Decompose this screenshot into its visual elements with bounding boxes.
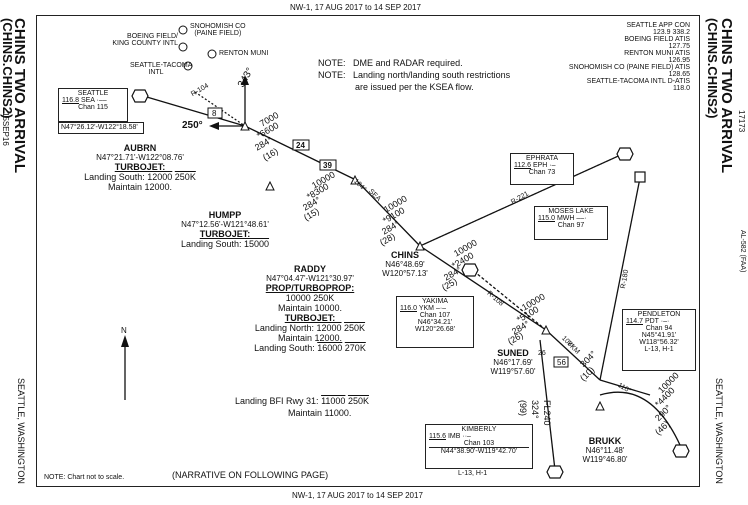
box-8 bbox=[207, 107, 223, 119]
route-segment-2 bbox=[355, 179, 421, 247]
fix-raddy-bfi-maintain: Maintain 11000. bbox=[288, 408, 352, 418]
route-segment-imb bbox=[539, 339, 556, 471]
navaid-pendleton-box: PENDLETON 114.7 PDT ·–· Chan 94 N45°41.9… bbox=[622, 309, 696, 371]
radial-eph bbox=[419, 152, 626, 247]
navaid-moses-box: MOSES LAKE 115.0 MWH ––· Chan 97 bbox=[534, 206, 608, 240]
seg8-crs: 324° bbox=[530, 400, 540, 419]
fix-humpp-symbol bbox=[265, 180, 275, 191]
navaid-ephrata-box: EPHRATA 112.6 EPH ·– Chan 73 bbox=[510, 153, 574, 185]
airport-seatac-symbol bbox=[183, 61, 193, 71]
chart-frame bbox=[36, 15, 700, 487]
fix-suned: SUNED N46°17.69' W119°57.60' bbox=[490, 348, 536, 376]
airport-boeing: BOEING FIELD/KING COUNTY INTL bbox=[112, 33, 178, 47]
hdg-250-arrow bbox=[209, 122, 219, 130]
navaid-seattle-box: SEATTLE 116.8 SEA ·–– Chan 115 bbox=[58, 88, 128, 122]
route-segment-5 bbox=[599, 379, 651, 396]
box-24-label: 24 bbox=[296, 141, 305, 150]
note-1: NOTE: DME and RADAR required. bbox=[318, 58, 463, 68]
fix-suned-symbol bbox=[541, 324, 551, 335]
airport-paine-symbol bbox=[178, 25, 188, 35]
note-2: NOTE: Landing north/landing south restri… bbox=[318, 70, 511, 80]
header-date: NW-1, 17 AUG 2017 to 14 SEP 2017 bbox=[290, 3, 421, 12]
airport-renton-symbol bbox=[207, 49, 217, 59]
fix-chins: CHINS N46°48.69' W120°57.13' bbox=[382, 250, 428, 278]
box-8-label: 8 bbox=[212, 109, 217, 118]
navaid-yakima-box: YAKIMA 116.0 YKM –·– Chan 107 N46°34.21'… bbox=[396, 296, 474, 348]
kimberly-class: L-13, H-1 bbox=[458, 470, 488, 477]
route-segment-4 bbox=[545, 329, 601, 381]
scale-note: NOTE: Chart not to scale. bbox=[44, 474, 125, 481]
seg8-dist: (99) bbox=[518, 400, 528, 417]
airport-renton: RENTON MUNI bbox=[219, 50, 269, 57]
footer-date: NW-1, 17 AUG 2017 to 14 SEP 2017 bbox=[292, 491, 423, 500]
fix-humpp: HUMPP N47°12.56'-W121°48.61' TURBOJET: L… bbox=[180, 210, 270, 249]
navaid-eph-symbol bbox=[616, 147, 634, 161]
north-arrow-head bbox=[121, 335, 129, 347]
hdg-250-label: 250° bbox=[182, 120, 203, 131]
box-39-label: 39 bbox=[323, 161, 332, 170]
radial-ykm bbox=[469, 267, 547, 331]
note-2-cont: are issued per the KSEA flow. bbox=[355, 82, 474, 92]
route-segment-3 bbox=[419, 245, 547, 331]
box-39 bbox=[319, 159, 337, 171]
radial-mwh bbox=[599, 177, 641, 381]
fix-raddy-symbol bbox=[350, 174, 360, 185]
navaid-seattle-coords: N47°26.12'-W122°18.58' bbox=[58, 122, 144, 134]
navaid-kimberly-box: KIMBERLY 115.6 IMB ··– Chan 103 N44°38.9… bbox=[425, 424, 533, 469]
navaid-sea-symbol bbox=[131, 89, 149, 103]
box-24 bbox=[292, 139, 310, 151]
narrative-note: (NARRATIVE ON FOLLOWING PAGE) bbox=[172, 470, 329, 480]
route-segment-1 bbox=[244, 125, 357, 181]
fix-raddy: RADDY N47°04.47'-W121°30.97' PROP/TURBOP… bbox=[254, 264, 366, 353]
fix-brukk-symbol bbox=[595, 400, 605, 411]
fix-aubrn-symbol bbox=[240, 120, 250, 131]
fix-brukk: BRUKK N46°11.48' W119°46.80' bbox=[582, 436, 628, 464]
hdg-343-arrow bbox=[241, 75, 249, 85]
box-56 bbox=[553, 356, 569, 368]
navaid-brukk-end-symbol bbox=[672, 444, 690, 458]
airport-boeing-symbol bbox=[178, 42, 188, 52]
airport-snohomish: SNOHOMISH CO(PAINE FIELD) bbox=[190, 23, 246, 37]
seg8-fl: FL240 bbox=[542, 400, 552, 426]
box26-label: 26 bbox=[538, 350, 546, 357]
fix-chins-symbol bbox=[415, 240, 425, 251]
route-segment-pdt bbox=[599, 391, 681, 446]
navaid-ykm-symbol bbox=[461, 263, 479, 277]
navaid-imb-symbol bbox=[546, 465, 564, 479]
fix-aubrn: AUBRN N47°21.71'-W122°08.76' TURBOJET: L… bbox=[84, 143, 196, 192]
navaid-mwh-symbol bbox=[634, 171, 646, 183]
box-56-label: 56 bbox=[557, 358, 566, 367]
radial-sea bbox=[139, 94, 246, 127]
north-label: N bbox=[121, 326, 127, 335]
fix-raddy-bfi: Landing BFI Rwy 31: 11000 250K bbox=[235, 396, 369, 406]
